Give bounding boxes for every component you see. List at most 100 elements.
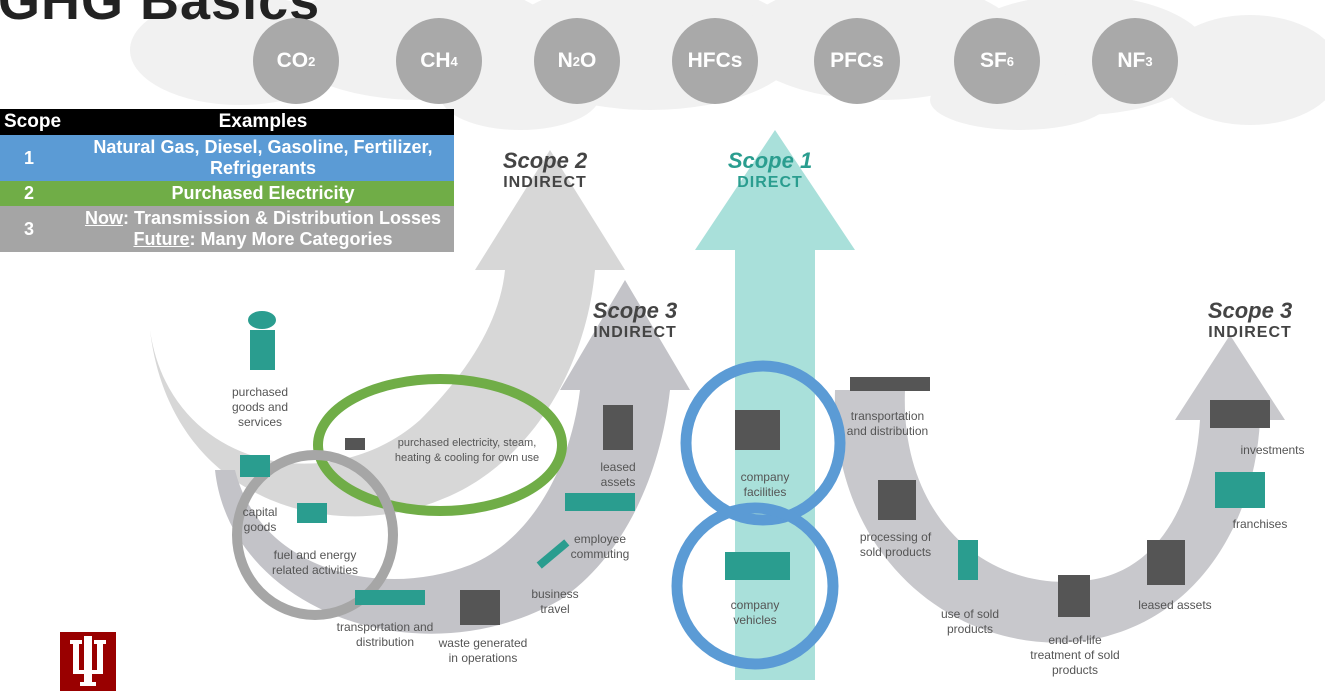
scope1-name: Scope 1 xyxy=(727,148,813,173)
table-header-row: Scope Examples xyxy=(0,109,454,135)
highlight-company-facilities xyxy=(680,360,846,526)
future-text: : Many More Categories xyxy=(189,229,393,249)
scope3-down-name: Scope 3 xyxy=(1207,298,1293,323)
scope3-up-name: Scope 3 xyxy=(592,298,678,323)
now-text: : Transmission & Distribution Losses xyxy=(122,208,442,228)
table-cell-line: Refrigerants xyxy=(209,158,317,178)
money-icon xyxy=(1210,400,1270,428)
iu-logo xyxy=(60,632,116,691)
gas-nf3-sub: 3 xyxy=(1145,53,1153,69)
scope2-label: Scope 2 INDIRECT xyxy=(490,148,600,192)
highlight-company-vehicles xyxy=(671,502,839,670)
scope3-down-type: INDIRECT xyxy=(1208,324,1292,341)
label-purchased-electricity: purchased electricity, steam, heating & … xyxy=(394,437,540,464)
recycle-bin-icon xyxy=(1058,575,1090,617)
gas-pfcs: PFCs xyxy=(814,18,900,104)
scope3-down-label: Scope 3 INDIRECT xyxy=(1195,298,1305,342)
factory-icon-down xyxy=(878,480,916,520)
label-company-vehicles: company vehicles xyxy=(730,598,780,627)
scope1-label: Scope 1 DIRECT xyxy=(715,148,825,192)
truck-icon xyxy=(725,552,790,580)
now-label: Now xyxy=(84,208,123,228)
label-business-travel: business travel xyxy=(531,587,579,616)
label-company-facilities: company facilities xyxy=(740,470,790,499)
scope-examples-table: Scope Examples 1 Natural Gas, Diesel, Ga… xyxy=(0,109,454,252)
gas-hfcs-label: HFCs xyxy=(687,49,743,72)
gas-sf6-sub: 6 xyxy=(1006,53,1015,69)
label-leased-assets-down: leased assets xyxy=(1138,598,1212,612)
gas-nf3-label: NF xyxy=(1117,49,1146,72)
label-leased-assets-up: leased assets xyxy=(600,460,636,489)
ship-icon-down xyxy=(850,377,930,391)
highlight-fuel-energy xyxy=(232,450,398,620)
scope3-up-arrow xyxy=(215,280,690,634)
label-end-of-life: end-of-life treatment of sold products xyxy=(1030,633,1120,677)
table-header-examples: Examples xyxy=(72,109,454,135)
building-icon-up xyxy=(603,405,633,450)
label-waste: waste generated in operations xyxy=(438,636,528,665)
label-fuel-energy: fuel and energy related activities xyxy=(271,548,359,577)
gas-n2o-sub: 2 xyxy=(572,53,581,69)
gas-co2-sub: 2 xyxy=(308,53,316,69)
table-cell-line: Natural Gas, Diesel, Gasoline, Fertilize… xyxy=(93,137,433,157)
table-row: 1 Natural Gas, Diesel, Gasoline, Fertili… xyxy=(0,135,454,181)
lightbulb-icon xyxy=(958,540,978,580)
gas-ch4-label: CH xyxy=(420,49,451,72)
label-transport-down: transportation and distribution xyxy=(846,409,929,438)
label-processing-sold: processing of sold products xyxy=(859,530,932,559)
future-label: Future xyxy=(133,229,190,249)
label-franchises: franchises xyxy=(1232,517,1288,531)
gas-n2o-label: N xyxy=(557,49,573,72)
store-icon xyxy=(1215,472,1265,508)
scope2-name: Scope 2 xyxy=(502,148,588,173)
dumpster-icon xyxy=(460,590,500,625)
table-cell-scope: 1 xyxy=(0,135,72,181)
gas-hfcs: HFCs xyxy=(672,18,758,104)
train-icon xyxy=(565,493,635,511)
scope3-up-label: Scope 3 INDIRECT xyxy=(580,298,690,342)
table-row: 3 Now: Transmission & Distribution Losse… xyxy=(0,206,454,252)
factory-icon xyxy=(250,330,275,370)
table-cell-line: Now: Transmission & Distribution Losses xyxy=(76,208,450,229)
plug-icon xyxy=(345,438,365,450)
gas-pfcs-label: PFCs xyxy=(830,49,884,72)
gas-ch4-sub: 4 xyxy=(450,53,458,69)
table-cell-scope: 3 xyxy=(0,206,72,252)
plane-icon xyxy=(536,539,570,569)
label-purchased-goods: purchased goods and services xyxy=(231,385,289,429)
gas-co2-label: CO xyxy=(276,49,309,72)
table-row: 2 Purchased Electricity xyxy=(0,181,454,206)
trident-icon xyxy=(70,636,106,686)
table-cell-line: Future: Many More Categories xyxy=(76,229,450,250)
scope2-type: INDIRECT xyxy=(503,174,587,191)
table-cell-examples: Natural Gas, Diesel, Gasoline, Fertilize… xyxy=(72,135,454,181)
gas-sf6-label: SF xyxy=(979,49,1007,72)
company-building-icon xyxy=(735,410,780,450)
label-investments: investments xyxy=(1240,443,1305,457)
label-use-sold: use of sold products xyxy=(940,607,1000,636)
scope2-arrow xyxy=(150,150,625,517)
table-header-scope: Scope xyxy=(0,109,72,135)
smoke-cloud-icon xyxy=(248,311,276,329)
table-cell-examples: Now: Transmission & Distribution Losses … xyxy=(72,206,454,252)
building-icon-down xyxy=(1147,540,1185,585)
label-capital-goods: capital goods xyxy=(242,505,278,534)
scope3-up-type: INDIRECT xyxy=(593,324,677,341)
label-employee-commuting: employee commuting xyxy=(570,532,630,561)
ship-icon-up xyxy=(355,590,425,605)
coal-cart-icon xyxy=(297,503,327,523)
page-title: GHG Basics xyxy=(0,0,321,31)
crane-icon xyxy=(240,455,270,477)
label-transport-up: transportation and distribution xyxy=(336,620,434,649)
highlight-purchased-electricity xyxy=(313,374,567,516)
table-cell-scope: 2 xyxy=(0,181,72,206)
scope1-type: DIRECT xyxy=(737,174,803,191)
table-cell-examples: Purchased Electricity xyxy=(72,181,454,206)
